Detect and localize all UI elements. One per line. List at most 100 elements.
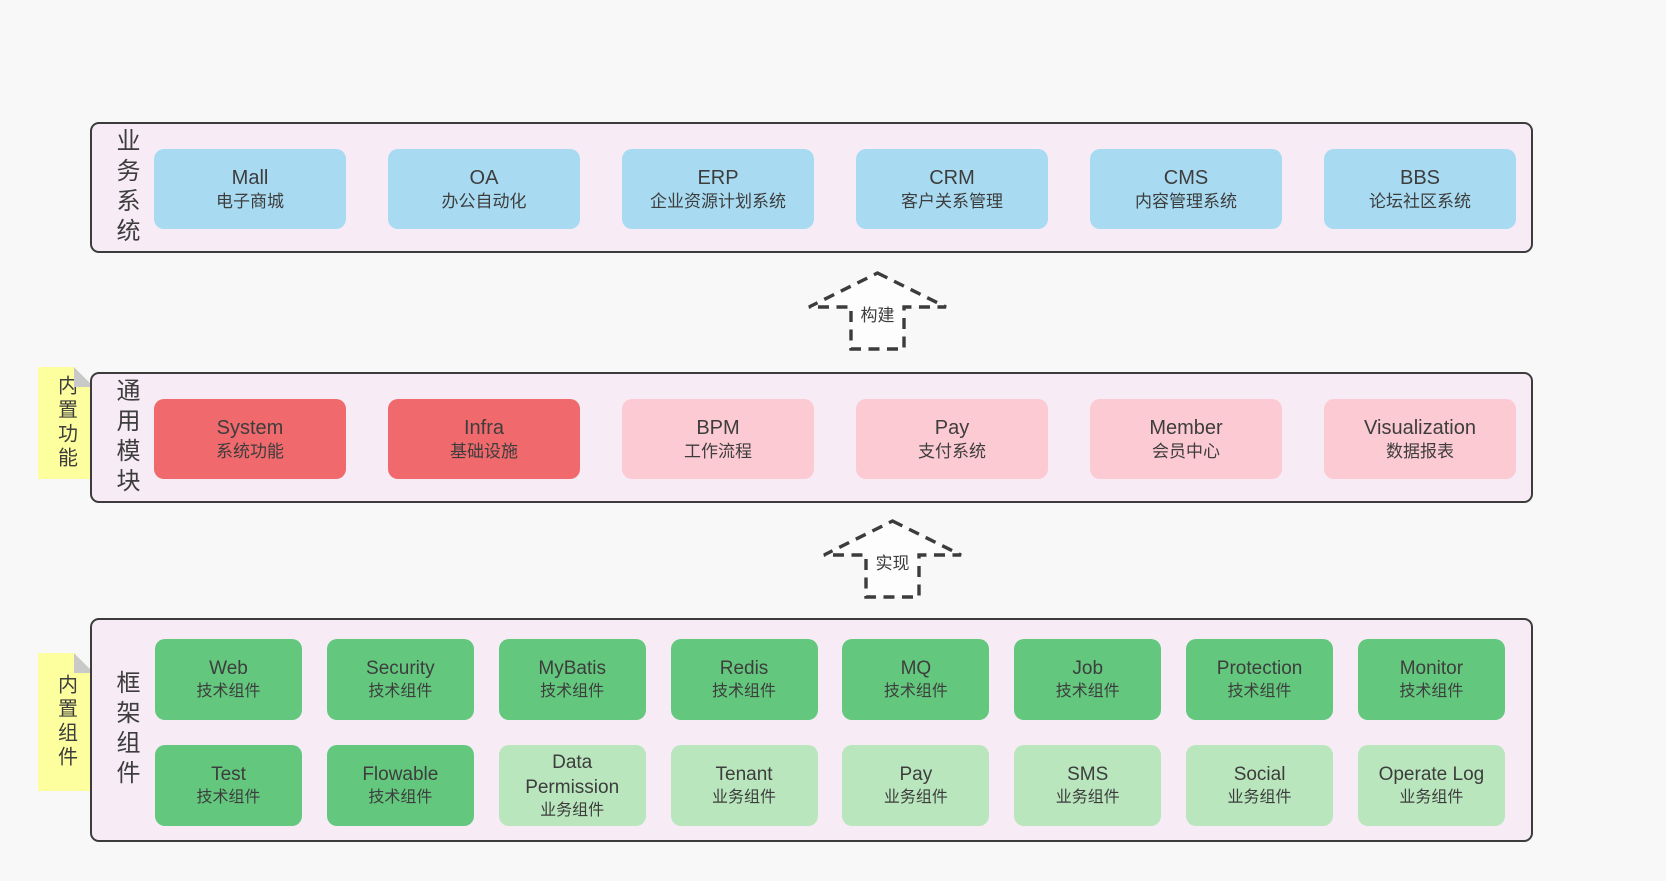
box-test: Test 技术组件 <box>155 745 302 826</box>
box-subtitle: 支付系统 <box>918 441 986 461</box>
box-title: Tenant <box>715 764 773 786</box>
box-title: CMS <box>1163 166 1209 189</box>
box-subtitle: 企业资源计划系统 <box>650 191 786 211</box>
box-title: Security <box>366 658 435 680</box>
arrow-implement-label: 实现 <box>872 548 913 575</box>
box-title: CRM <box>929 166 975 189</box>
box-subtitle: 内容管理系统 <box>1135 191 1237 211</box>
box-title: BBS <box>1399 166 1441 189</box>
box-monitor: Monitor 技术组件 <box>1357 639 1505 720</box>
panel-business-systems: 业务系统 Mall 电子商城 OA 办公自动化 ERP 企业资源计划系统 CRM… <box>90 122 1533 253</box>
box-title: ERP <box>697 166 739 189</box>
panel-side-label: 业务系统 <box>112 127 139 248</box>
box-subtitle: 技术组件 <box>1227 683 1292 701</box>
box-title: Test <box>211 764 246 786</box>
box-social: Social 业务组件 <box>1186 745 1334 826</box>
panel-framework-components: 框架组件 Web 技术组件 Security 技术组件 MyBatis 技术组件… <box>90 618 1533 842</box>
box-subtitle: 业务组件 <box>1227 789 1292 807</box>
sticky-note-builtin-components: 内置组件 <box>38 653 94 791</box>
box-title: System <box>216 416 284 439</box>
box-subtitle: 技术组件 <box>883 683 948 701</box>
box-subtitle: 基础设施 <box>450 441 518 461</box>
box-security: Security 技术组件 <box>326 639 474 720</box>
box-subtitle: 业务组件 <box>712 789 777 807</box>
box-title: Protection <box>1216 658 1303 680</box>
arrow-build: 构建 <box>805 270 950 352</box>
sticky-note-label: 内置功能 <box>54 375 77 471</box>
box-system: System 系统功能 <box>154 399 346 479</box>
box-subtitle: 办公自动化 <box>441 191 527 211</box>
box-subtitle: 会员中心 <box>1152 441 1220 461</box>
arrow-build-label: 构建 <box>857 300 898 327</box>
box-subtitle: 技术组件 <box>196 683 261 701</box>
box-title: Member <box>1149 416 1223 439</box>
box-infra: Infra 基础设施 <box>388 399 580 479</box>
box-subtitle: 业务组件 <box>883 789 948 807</box>
box-title: SMS <box>1067 764 1109 786</box>
box-subtitle: 电子商城 <box>216 191 284 211</box>
box-title: Mall <box>231 166 269 189</box>
box-subtitle: 技术组件 <box>712 683 777 701</box>
box-cms: CMS 内容管理系统 <box>1090 149 1282 229</box>
box-member: Member 会员中心 <box>1090 399 1282 479</box>
box-subtitle: 业务组件 <box>540 802 605 820</box>
components-row-2: Test 技术组件 Flowable 技术组件 Data Permission … <box>155 745 1505 826</box>
box-mq: MQ 技术组件 <box>842 639 990 720</box>
box-title: MyBatis <box>538 658 606 680</box>
sticky-note-label: 内置组件 <box>54 674 77 770</box>
arrow-implement: 实现 <box>820 518 965 600</box>
panel-common-modules: 通用模块 System 系统功能 Infra 基础设施 BPM 工作流程 Pay… <box>90 372 1533 503</box>
box-bbs: BBS 论坛社区系统 <box>1324 149 1516 229</box>
box-title: Pay <box>899 764 933 786</box>
box-title: Redis <box>719 658 769 680</box>
box-operate-log: Operate Log 业务组件 <box>1357 745 1505 826</box>
box-sms: SMS 业务组件 <box>1014 745 1162 826</box>
box-subtitle: 工作流程 <box>684 441 752 461</box>
box-subtitle: 业务组件 <box>1399 789 1464 807</box>
box-subtitle: 客户关系管理 <box>901 191 1003 211</box>
box-subtitle: 技术组件 <box>368 683 433 701</box>
box-flowable: Flowable 技术组件 <box>326 745 474 826</box>
box-subtitle: 技术组件 <box>1399 683 1464 701</box>
box-visualization: Visualization 数据报表 <box>1324 399 1516 479</box>
box-subtitle: 技术组件 <box>1055 683 1120 701</box>
modules-boxes-row: System 系统功能 Infra 基础设施 BPM 工作流程 Pay 支付系统… <box>154 399 1516 479</box>
sticky-note-builtin-features: 内置功能 <box>38 367 94 479</box>
box-mybatis: MyBatis 技术组件 <box>498 639 646 720</box>
box-pay-component: Pay 业务组件 <box>842 745 990 826</box>
box-title: Visualization <box>1364 416 1476 439</box>
box-title: Web <box>209 658 248 680</box>
box-title: Pay <box>934 416 970 439</box>
components-row-1: Web 技术组件 Security 技术组件 MyBatis 技术组件 Redi… <box>155 639 1505 720</box>
box-protection: Protection 技术组件 <box>1186 639 1334 720</box>
box-subtitle: 技术组件 <box>540 683 605 701</box>
box-title: OA <box>469 166 499 189</box>
box-oa: OA 办公自动化 <box>388 149 580 229</box>
box-data-permission: Data Permission 业务组件 <box>498 745 646 826</box>
box-subtitle: 技术组件 <box>368 789 433 807</box>
box-crm: CRM 客户关系管理 <box>856 149 1048 229</box>
box-web: Web 技术组件 <box>155 639 302 720</box>
box-title: BPM <box>696 416 740 439</box>
box-subtitle: 系统功能 <box>216 441 284 461</box>
box-title: Job <box>1072 658 1104 680</box>
box-erp: ERP 企业资源计划系统 <box>622 149 814 229</box>
panel-side-label: 通用模块 <box>112 377 139 498</box>
box-bpm: BPM 工作流程 <box>622 399 814 479</box>
box-subtitle: 技术组件 <box>196 789 261 807</box>
box-title: Operate Log <box>1378 764 1485 786</box>
box-job: Job 技术组件 <box>1014 639 1162 720</box>
box-title: Monitor <box>1399 658 1464 680</box>
box-redis: Redis 技术组件 <box>670 639 818 720</box>
box-mall: Mall 电子商城 <box>154 149 346 229</box>
box-title: MQ <box>900 658 932 680</box>
business-boxes-row: Mall 电子商城 OA 办公自动化 ERP 企业资源计划系统 CRM 客户关系… <box>154 149 1516 229</box>
box-title: Social <box>1233 764 1286 786</box>
panel-side-label: 框架组件 <box>112 670 139 790</box>
box-title: Flowable <box>362 764 439 786</box>
box-subtitle: 数据报表 <box>1386 441 1454 461</box>
box-subtitle: 业务组件 <box>1055 789 1120 807</box>
box-subtitle: 论坛社区系统 <box>1369 191 1471 211</box>
box-title: Data Permission <box>525 751 620 798</box>
box-pay-module: Pay 支付系统 <box>856 399 1048 479</box>
